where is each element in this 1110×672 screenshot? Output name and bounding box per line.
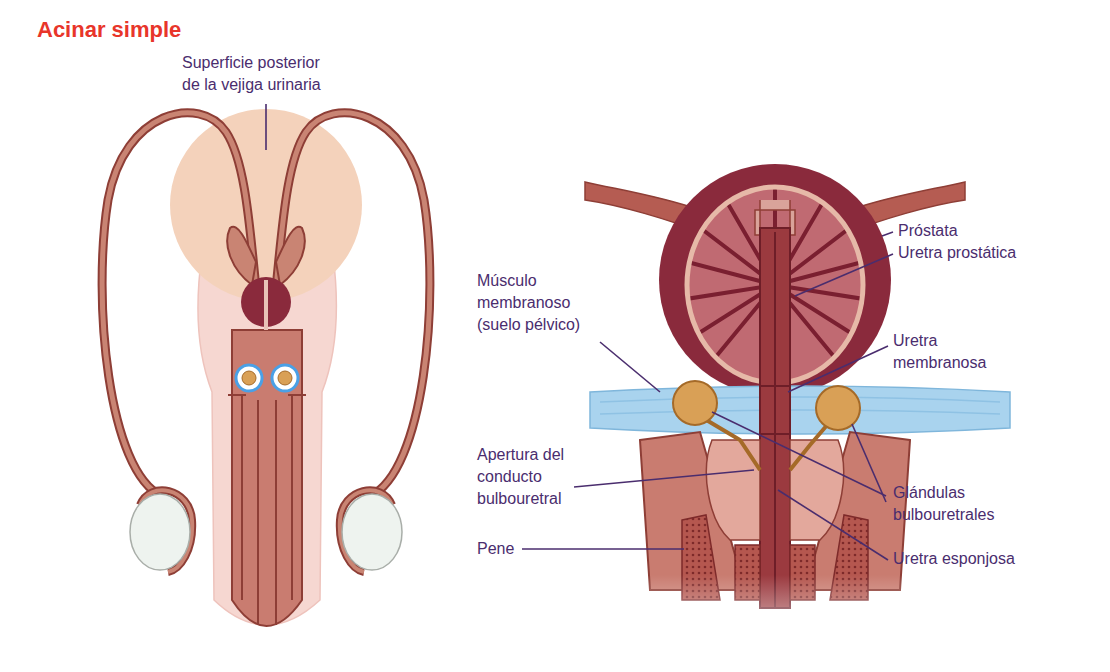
part-label: Uretra prostática [898,242,1016,264]
diagram-title: Acinar simple [37,16,181,44]
part-label: Uretra membranosa [893,330,1003,374]
part-label: Uretra esponjosa [893,548,1015,570]
part-label: Pene [477,538,514,560]
leader-lines [266,104,893,560]
part-label: Glándulas bulbouretrales [893,482,1023,526]
part-label: Apertura del conducto bulbouretral [477,444,582,510]
part-label: Músculo membranoso (suelo pélvico) [477,270,597,336]
part-label: Superficie posterior de la vejiga urinar… [182,52,342,96]
part-label: Próstata [898,220,958,242]
